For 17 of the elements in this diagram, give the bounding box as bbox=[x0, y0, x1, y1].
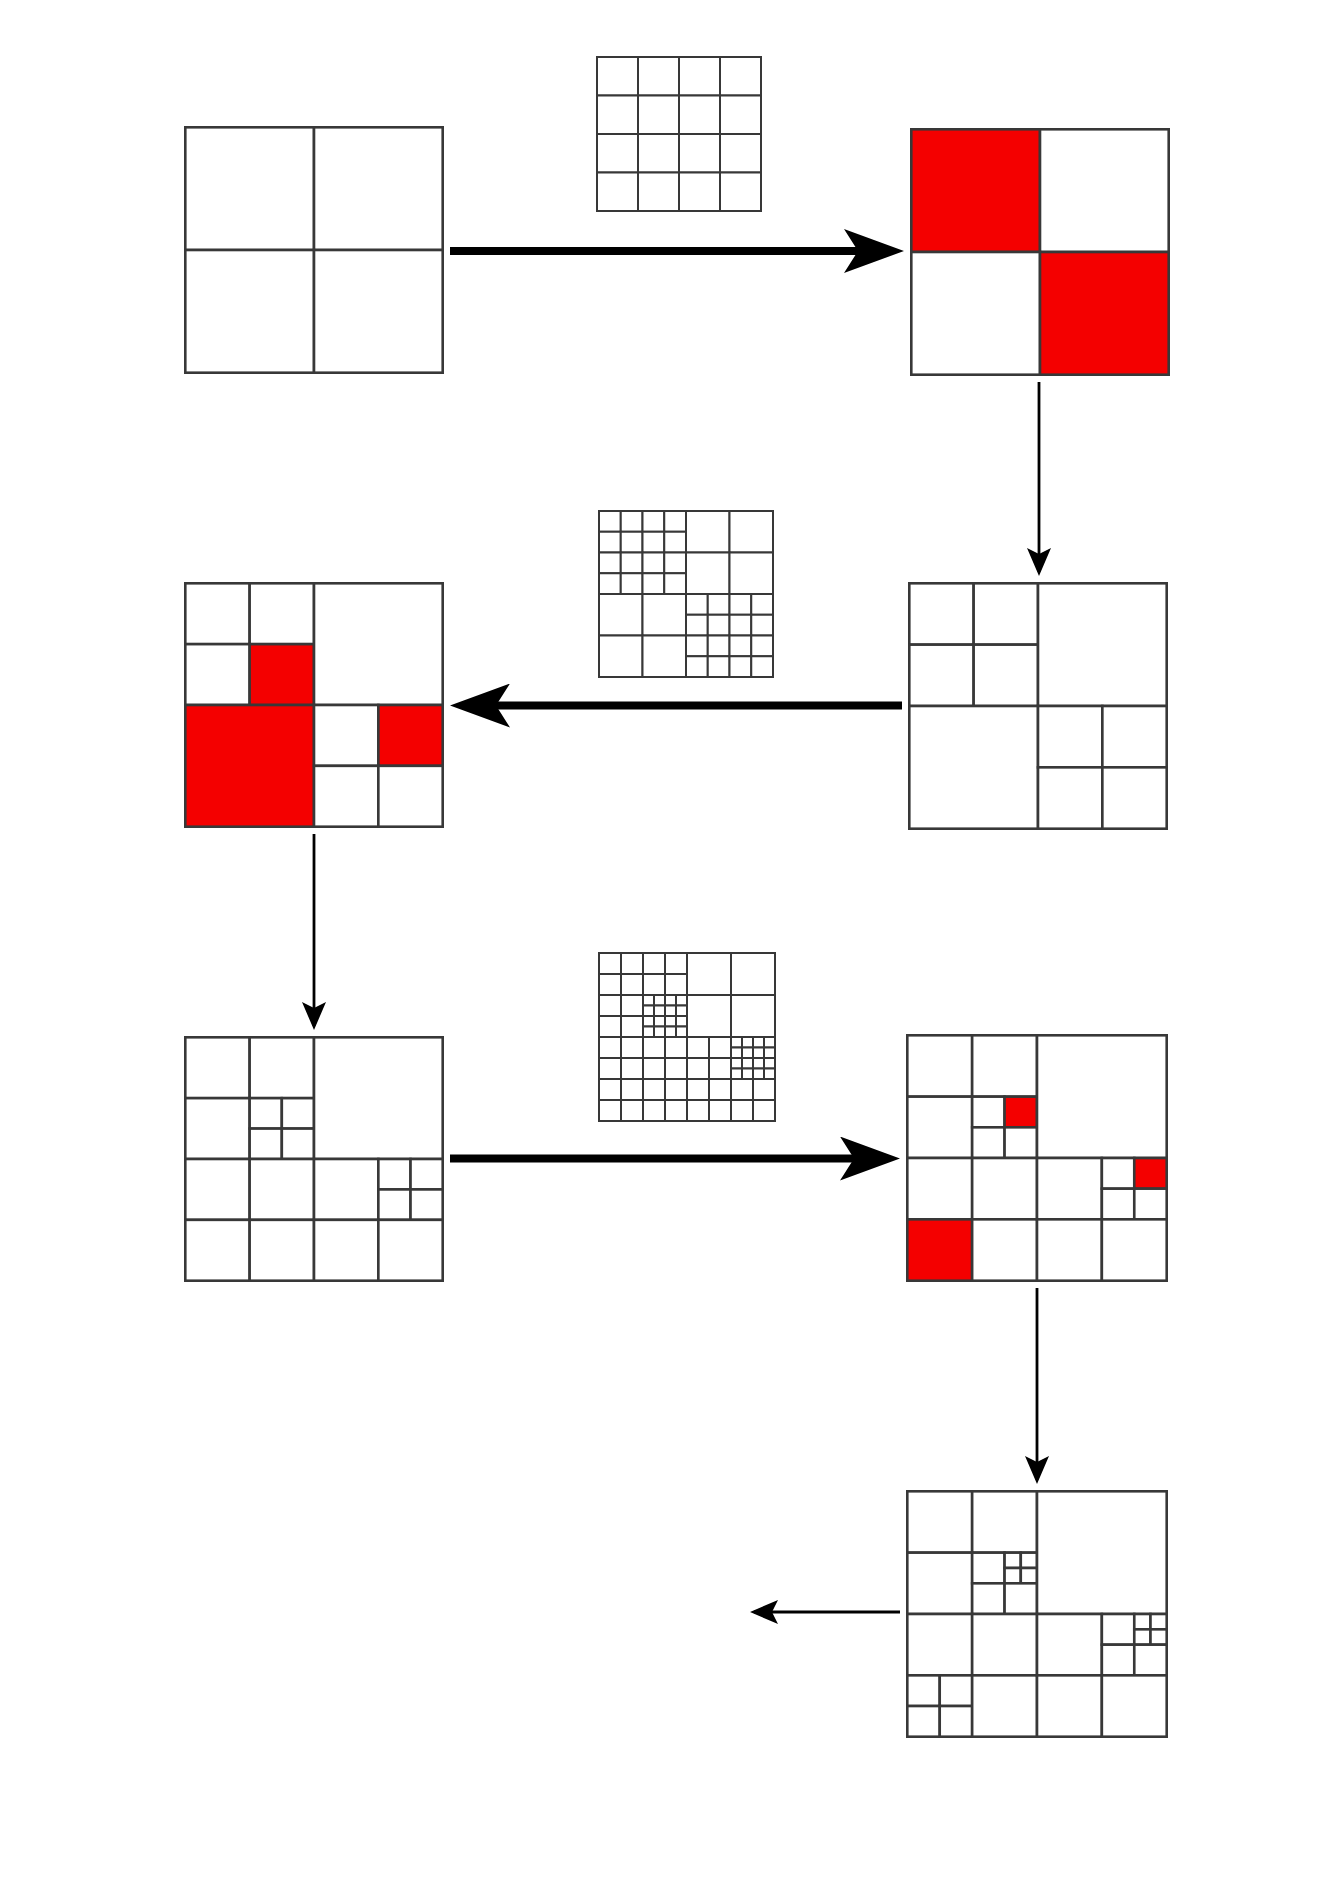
arrow bbox=[1025, 1288, 1049, 1484]
grid-drawing bbox=[598, 510, 774, 678]
grid-drawing bbox=[184, 1036, 444, 1282]
grid-drawing bbox=[908, 582, 1168, 830]
arrow bbox=[450, 229, 904, 273]
arrow bbox=[302, 834, 326, 1030]
grid-drawing bbox=[906, 1034, 1168, 1282]
arrow bbox=[450, 1136, 900, 1181]
grid-drawing bbox=[596, 56, 762, 212]
arrow bbox=[450, 683, 902, 728]
grid-drawing bbox=[906, 1490, 1168, 1738]
grid-drawing bbox=[184, 582, 444, 828]
arrow bbox=[1027, 382, 1051, 576]
arrow bbox=[750, 1600, 900, 1624]
grid-drawing bbox=[184, 126, 444, 374]
grid-drawing bbox=[598, 952, 776, 1122]
grid-drawing bbox=[910, 128, 1170, 376]
